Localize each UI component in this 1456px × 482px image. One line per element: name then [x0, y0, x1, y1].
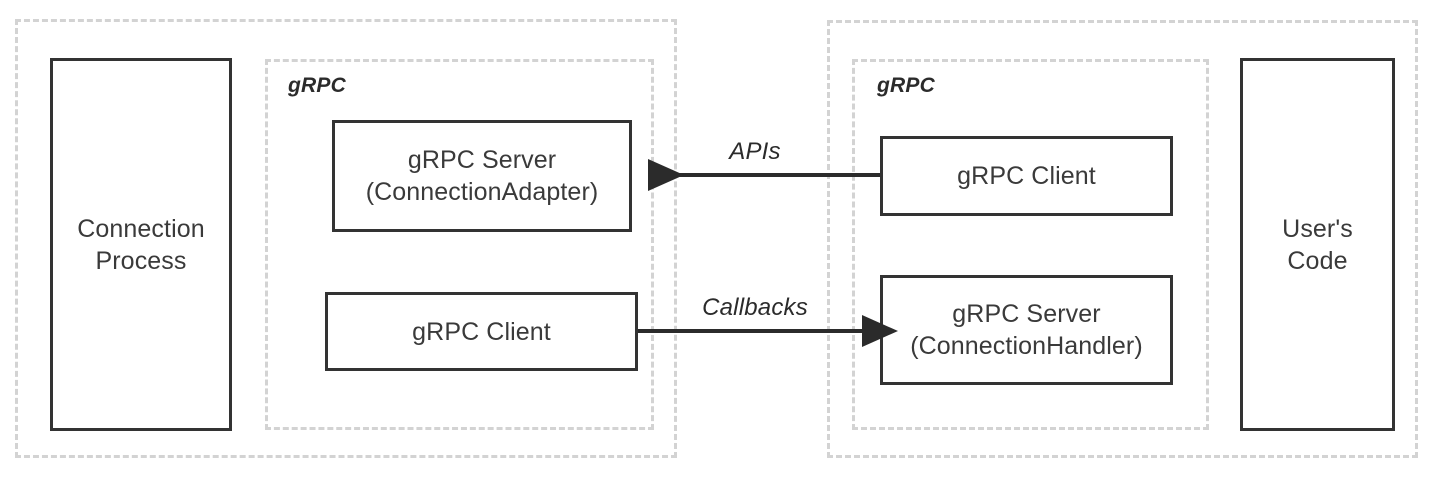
node-grpc-client-right[interactable]: gRPC Client — [880, 136, 1173, 216]
edge-apis-label: APIs — [729, 138, 781, 165]
node-users-code[interactable]: User's Code — [1240, 58, 1395, 431]
node-grpc-client-left[interactable]: gRPC Client — [325, 292, 638, 371]
group-users-code-side — [827, 20, 1418, 458]
edge-callbacks-label: Callbacks — [702, 294, 808, 321]
node-users-code-label: User's Code — [1282, 214, 1353, 275]
group-grpc-right-label: gRPC — [877, 74, 935, 97]
group-connection-process-side — [15, 19, 677, 458]
node-grpc-server-connection-handler[interactable]: gRPC Server (ConnectionHandler) — [880, 275, 1173, 385]
node-grpc-server-connection-adapter-label: gRPC Server (ConnectionAdapter) — [365, 146, 599, 206]
group-grpc-right — [852, 59, 1209, 430]
group-grpc-left — [265, 59, 654, 430]
node-connection-process-label: Connection Process — [77, 214, 205, 275]
node-grpc-server-connection-handler-label: gRPC Server (ConnectionHandler) — [910, 300, 1143, 360]
group-grpc-left-label: gRPC — [288, 74, 346, 97]
node-connection-process[interactable]: Connection Process — [50, 58, 232, 431]
node-grpc-client-right-label: gRPC Client — [957, 162, 1096, 190]
node-grpc-client-left-label: gRPC Client — [412, 317, 551, 346]
node-grpc-server-connection-adapter[interactable]: gRPC Server (ConnectionAdapter) — [332, 120, 632, 232]
